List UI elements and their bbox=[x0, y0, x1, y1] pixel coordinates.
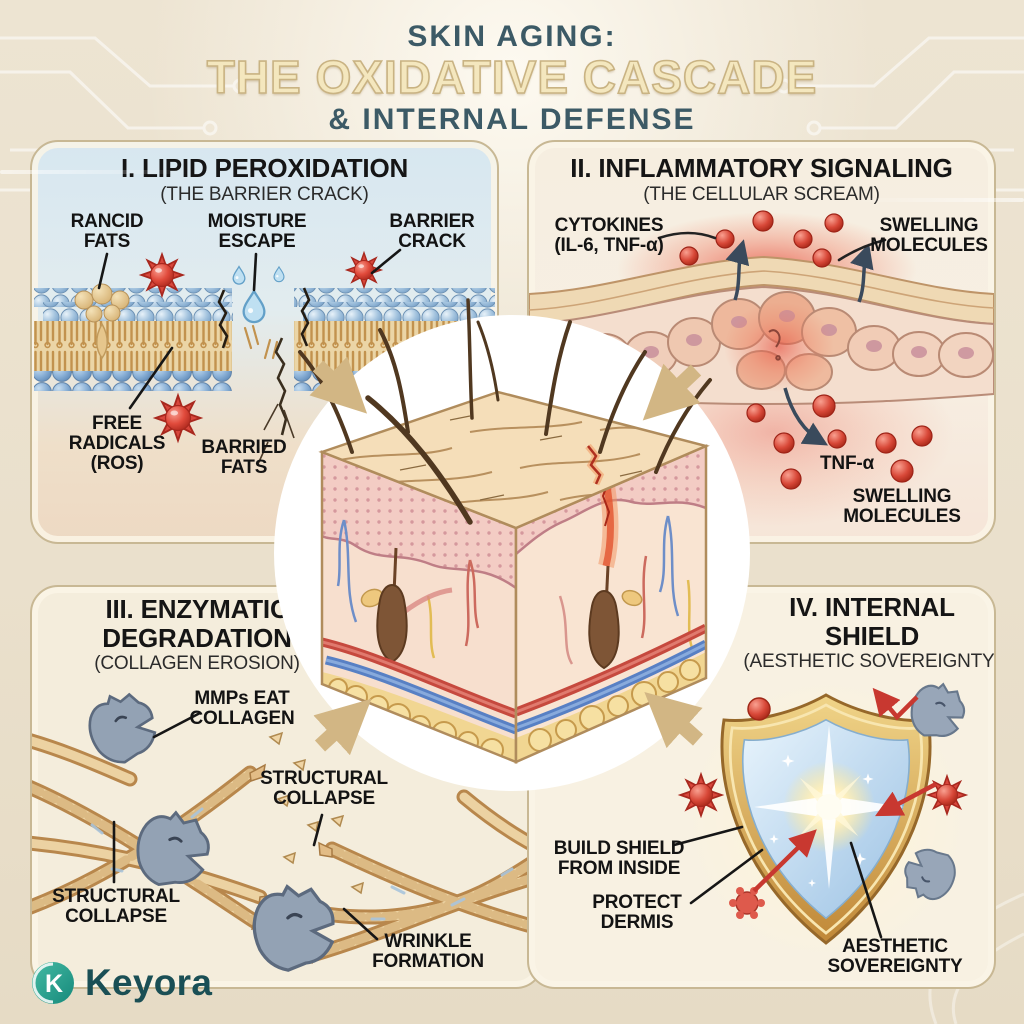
label-barried-fats: BARRIED FATS bbox=[201, 437, 287, 479]
label-cytokines: CYTOKINES (IL-6, TNF-α) bbox=[554, 215, 664, 257]
light-streak-right bbox=[854, 198, 1024, 202]
label-structural-collapse-right: STRUCTURAL COLLAPSE bbox=[260, 768, 388, 810]
shield-illustration bbox=[672, 676, 971, 961]
water-drop-icon bbox=[232, 265, 246, 285]
panel-4-subtitle: (AESTHETIC SOVEREIGNTY) bbox=[743, 651, 996, 673]
free-radical-icon bbox=[927, 775, 967, 815]
panel-lipid-peroxidation: I. LIPID PEROXIDATION (THE BARRIER CRACK… bbox=[30, 140, 499, 544]
panel-2-subtitle: (THE CELLULAR SCREAM) bbox=[643, 183, 880, 205]
title-top: SKIN AGING: bbox=[407, 20, 617, 53]
collagen-fragments bbox=[264, 731, 364, 913]
label-structural-collapse-left: STRUCTURAL COLLAPSE bbox=[52, 886, 180, 928]
water-drop-icon bbox=[273, 266, 285, 283]
panel-internal-shield: IV. INTERNAL SHIELD (AESTHETIC SOVEREIGN… bbox=[527, 585, 996, 989]
free-radical-icon bbox=[140, 253, 184, 297]
logo-initial: K bbox=[45, 970, 63, 998]
free-radical-icon bbox=[679, 773, 723, 817]
title-main: THE OXIDATIVE CASCADE bbox=[206, 51, 818, 103]
panel-2-heading: II. INFLAMMATORY SIGNALING (THE CELLULAR… bbox=[529, 154, 994, 206]
water-drop-icon bbox=[242, 289, 266, 324]
pointer-lines bbox=[97, 248, 402, 410]
brand-logo: K Keyora bbox=[30, 960, 212, 1006]
pointer-lines bbox=[112, 711, 379, 941]
panel-3-heading: III. ENZYMATIC DEGRADATION (COLLAGEN ERO… bbox=[32, 595, 362, 675]
deflection-arrows bbox=[752, 687, 938, 893]
panel-4-heading: IV. INTERNAL SHIELD (AESTHETIC SOVEREIGN… bbox=[722, 592, 996, 673]
label-swelling-top: SWELLING MOLECULES bbox=[870, 215, 988, 257]
panel-1-heading: I. LIPID PEROXIDATION (THE BARRIER CRACK… bbox=[32, 154, 497, 206]
radical-dot-icon bbox=[747, 697, 771, 721]
pointer-lines bbox=[672, 825, 883, 939]
label-rancid-fats: RANCID FATS bbox=[70, 211, 144, 253]
label-moisture-escape: MOISTURE ESCAPE bbox=[207, 211, 307, 253]
label-build-shield: BUILD SHIELD FROM INSIDE bbox=[553, 838, 685, 880]
inflamed-tissue-illustration bbox=[529, 210, 994, 527]
label-free-radicals: FREE RADICALS (ROS) bbox=[68, 413, 166, 475]
panel-enzymatic-degradation: III. ENZYMATIC DEGRADATION (COLLAGEN ERO… bbox=[30, 585, 544, 989]
collagen-fibers bbox=[32, 733, 542, 963]
light-streak-left bbox=[0, 170, 190, 174]
label-tnf-alpha: TNF-α bbox=[820, 453, 874, 474]
label-mmps-eat-collagen: MMPs EAT COLLAGEN bbox=[189, 688, 295, 730]
label-swelling-bottom: SWELLING MOLECULES bbox=[843, 486, 961, 528]
label-barrier-crack: BARRIER CRACK bbox=[389, 211, 475, 253]
panel-1-subtitle: (THE BARRIER CRACK) bbox=[160, 183, 369, 205]
label-wrinkle-formation: WRINKLE FORMATION bbox=[372, 931, 484, 973]
broken-tails bbox=[243, 324, 279, 360]
panel-1-title: I. LIPID PEROXIDATION bbox=[120, 153, 409, 183]
panel-2-title: II. INFLAMMATORY SIGNALING bbox=[570, 153, 953, 183]
panel-3-title: III. ENZYMATIC DEGRADATION bbox=[102, 594, 292, 653]
membrane-right bbox=[294, 288, 495, 391]
panel-4-title: IV. INTERNAL SHIELD bbox=[789, 592, 955, 651]
scream-mark bbox=[768, 329, 781, 361]
header: SKIN AGING: THE OXIDATIVE CASCADE & INTE… bbox=[0, 0, 1024, 137]
brand-wordmark: Keyora bbox=[85, 962, 213, 1003]
rancid-fats-blobs bbox=[74, 283, 130, 360]
damaged-cell-glow bbox=[724, 302, 834, 392]
signal-arrows bbox=[725, 239, 874, 446]
panel-3-subtitle: (COLLAGEN EROSION) bbox=[94, 653, 300, 675]
pointer-lines bbox=[657, 231, 887, 262]
keyora-logo-icon: K bbox=[32, 962, 74, 1004]
label-aesthetic-sovereignty: AESTHETIC SOVEREIGNTY bbox=[827, 936, 963, 978]
membrane-left bbox=[34, 288, 233, 391]
title-sub: & INTERNAL DEFENSE bbox=[328, 102, 696, 136]
label-protect-dermis: PROTECT DERMIS bbox=[592, 892, 682, 934]
collagen-erosion-illustration bbox=[32, 684, 542, 975]
